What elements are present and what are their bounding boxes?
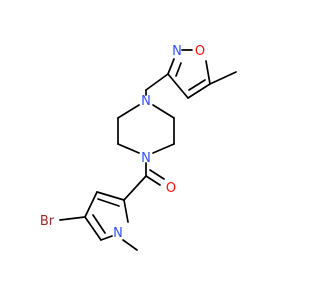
bond-c6-n1 <box>117 104 140 119</box>
bond-c5-o <box>205 60 211 85</box>
bond-c2-c3-pyrrole <box>96 191 125 201</box>
bond-carbonyl-o-2 <box>149 169 165 180</box>
bond-c3-n4 <box>152 143 175 154</box>
piperazine-n-bottom-label: N <box>141 151 151 166</box>
bond-n-c3 <box>167 58 175 75</box>
atom-labels: N O N N O Br N <box>40 44 205 241</box>
pyrrole-n-label: N <box>113 226 123 241</box>
molecule-structure: N O N N O Br N <box>40 44 237 251</box>
isoxazole-o-label: O <box>195 44 205 59</box>
bromine-label: Br <box>40 214 55 229</box>
bond-c3-c4-pyrrole <box>84 191 98 218</box>
bond-carbonyl-c2 <box>123 175 147 201</box>
bond-c2-c3-pyrrole-double <box>97 198 120 207</box>
bond-n4-c5 <box>117 143 140 154</box>
bond-n-c2-pyrrole <box>123 199 129 223</box>
bond-c3-c4 <box>167 73 189 99</box>
bonds <box>59 49 237 251</box>
carbonyl-o-label: O <box>166 181 176 196</box>
isoxazole-n-label: N <box>172 44 182 59</box>
bond-c4-c5-pyrrole <box>84 216 102 241</box>
bond-methyl-isoxazole <box>209 71 237 85</box>
bond-c3-ch2 <box>145 73 169 91</box>
bond-c4-br <box>59 216 86 221</box>
piperazine-n-top-label: N <box>141 94 151 109</box>
bond-c5-n-pyrrole <box>100 235 113 241</box>
bond-n-c3-double <box>175 62 182 77</box>
bond-c4-c5-double <box>188 79 206 91</box>
bond-carbonyl-o-1 <box>145 175 161 186</box>
bond-n-methyl <box>122 239 138 251</box>
bond-c4-c5-pyrrole-double <box>92 214 106 234</box>
bond-c4-c5 <box>187 83 211 99</box>
bond-n1-c2 <box>152 104 175 119</box>
